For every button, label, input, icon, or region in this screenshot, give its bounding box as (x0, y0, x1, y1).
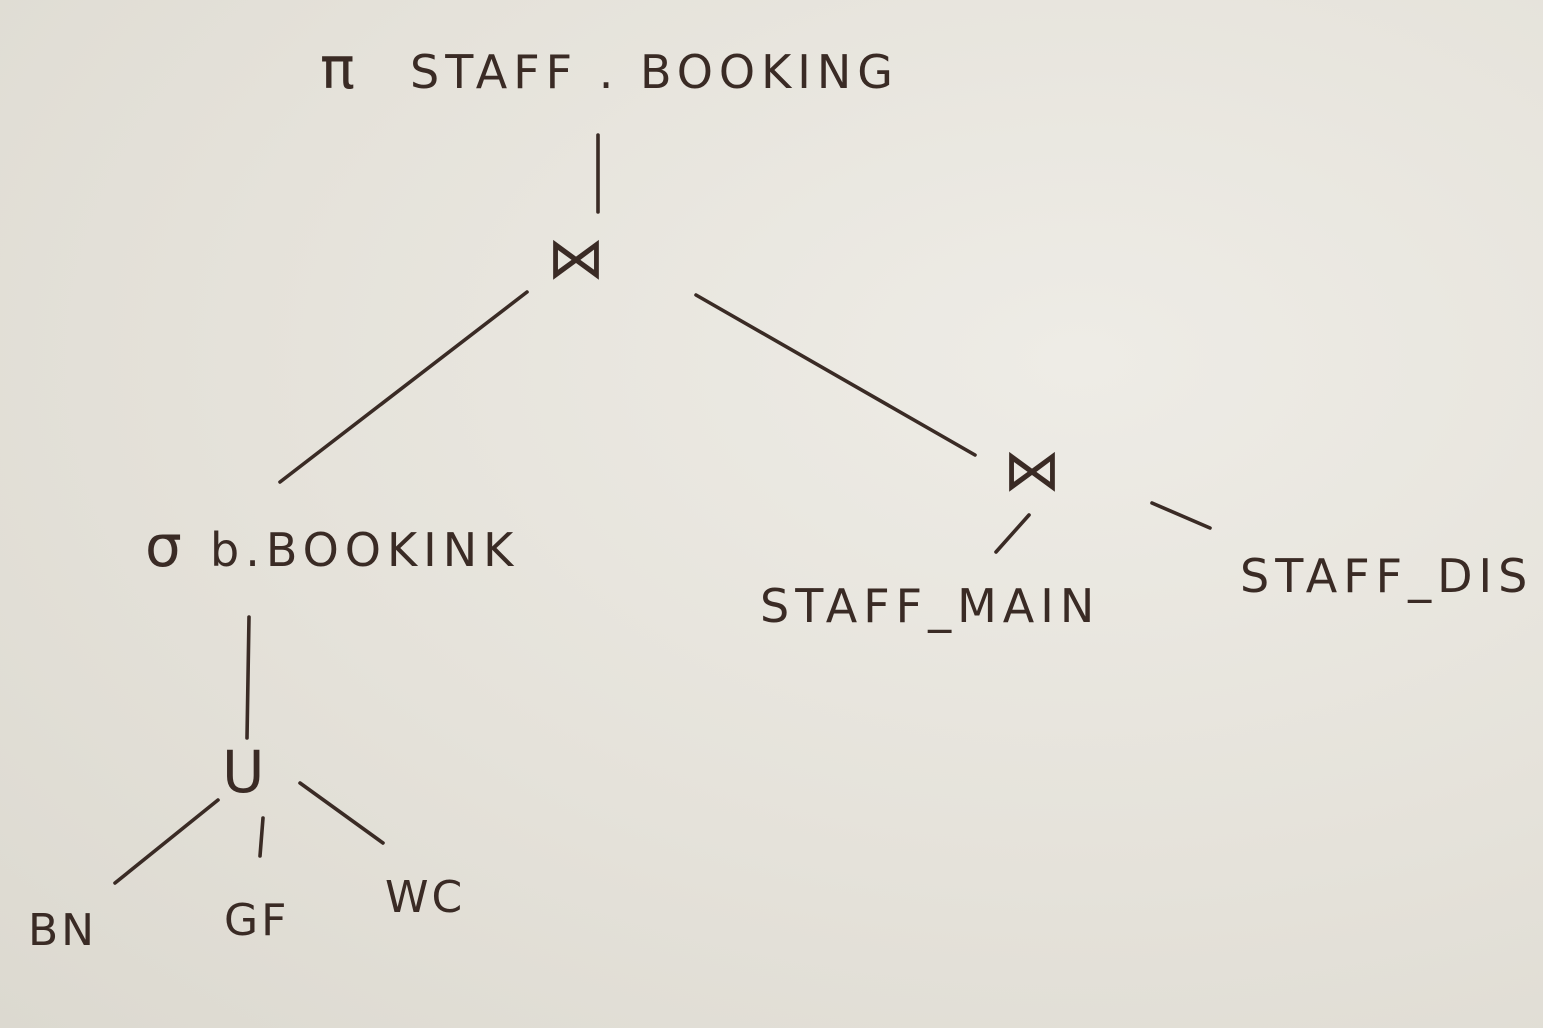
staff-main-label: STAFF_MAIN (760, 579, 1100, 633)
union-symbol: U (222, 738, 264, 806)
selection-symbol: σ (145, 512, 182, 580)
edge-join-to-right-join (694, 293, 977, 457)
edge-right-join-to-staff-main (994, 513, 1031, 554)
staff-dis-label: STAFF_DIS (1240, 549, 1533, 603)
edge-union-to-gf (258, 816, 265, 858)
bn-label: BN (28, 905, 97, 956)
gf-label: GF (224, 895, 289, 946)
projection-symbol: π (320, 34, 355, 102)
edge-selection-to-union (245, 615, 251, 740)
right-join-symbol: ⋈ (1003, 436, 1061, 504)
selection-label: b.BOOKINK (210, 523, 519, 577)
wc-label: WC (385, 872, 465, 923)
projection-label: STAFF . BOOKING (410, 45, 899, 99)
edge-union-to-wc (298, 781, 385, 845)
edge-join-to-selection (278, 290, 529, 484)
edge-right-join-to-staff-dis (1150, 501, 1212, 530)
top-join-symbol: ⋈ (547, 224, 605, 292)
edge-union-to-bn (113, 798, 220, 885)
